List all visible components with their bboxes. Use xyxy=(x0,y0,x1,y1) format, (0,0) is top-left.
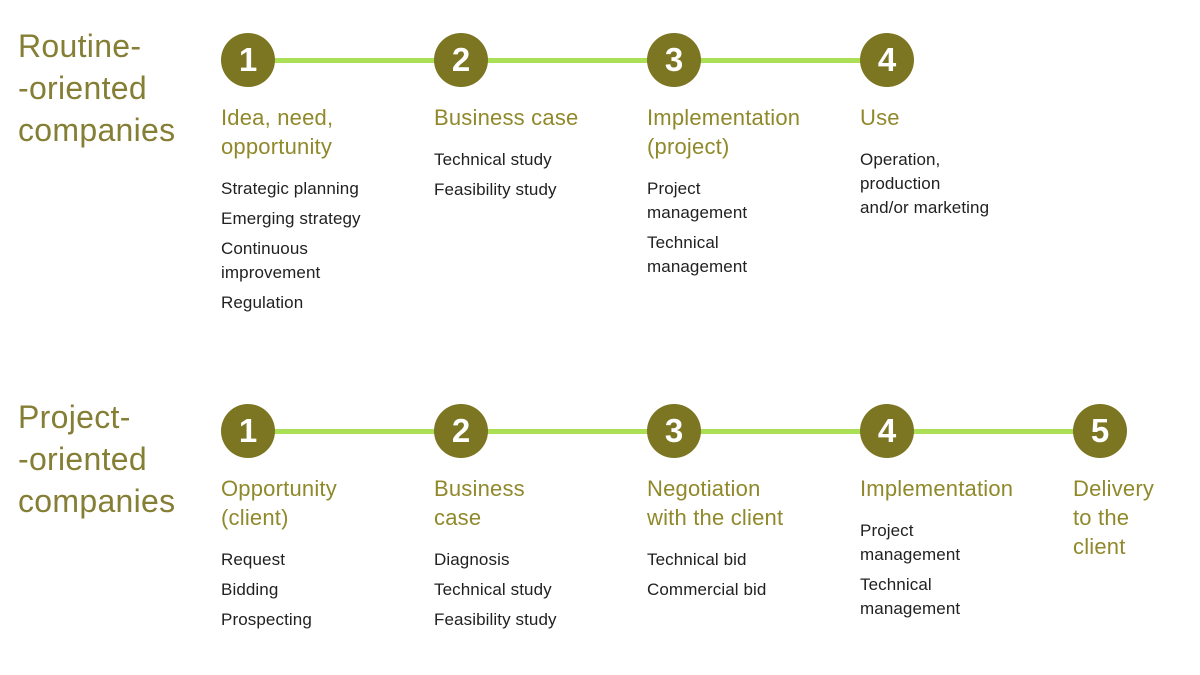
step-item: Strategic planning xyxy=(221,179,359,198)
step-items: Strategic planning Emerging strategy Con… xyxy=(221,177,421,315)
step-number-badge: 4 xyxy=(860,404,914,458)
step-routine-2: 2 Business case Technical study Feasibil… xyxy=(434,33,634,208)
step-item: Emerging strategy xyxy=(221,209,361,228)
step-number-badge: 4 xyxy=(860,33,914,87)
step-project-3: 3 Negotiation with the client Technical … xyxy=(647,404,847,608)
step-number: 3 xyxy=(664,411,684,449)
step-item: Technical bid xyxy=(647,550,747,569)
step-items: Technical study Feasibility study xyxy=(434,148,634,202)
step-items: Project management Technical management xyxy=(647,177,847,279)
step-number-badge: 1 xyxy=(221,404,275,458)
row-label-routine: Routine- -oriented companies xyxy=(18,28,176,148)
step-item: Technical study xyxy=(434,150,552,169)
step-item: Request xyxy=(221,550,286,569)
step-title: Delivery to the client xyxy=(1073,476,1155,559)
step-item: Feasibility study xyxy=(434,180,557,199)
step-routine-3: 3 Implementation (project) Project manag… xyxy=(647,33,847,285)
step-number: 4 xyxy=(877,40,897,78)
timeline-routine xyxy=(248,58,887,63)
step-number: 5 xyxy=(1090,411,1110,449)
step-routine-4: 4 Use Operation, production and/or marke… xyxy=(860,33,1060,226)
step-number: 2 xyxy=(451,40,471,78)
step-item: Diagnosis xyxy=(434,550,510,569)
step-number: 1 xyxy=(238,411,258,449)
step-number: 2 xyxy=(451,411,471,449)
step-title: Business case xyxy=(434,105,579,130)
step-title: Idea, need, opportunity xyxy=(221,105,334,159)
step-item: Bidding xyxy=(221,580,279,599)
step-items: Request Bidding Prospecting xyxy=(221,548,421,632)
step-item: Commercial bid xyxy=(647,580,767,599)
step-project-5: 5 Delivery to the client xyxy=(1073,404,1200,561)
row-label-project: Project- -oriented companies xyxy=(18,399,176,519)
step-item: Operation, production and/or marketing xyxy=(860,150,990,217)
step-title: Use xyxy=(860,105,900,130)
step-project-2: 2 Business case Diagnosis Technical stud… xyxy=(434,404,634,638)
step-number-badge: 2 xyxy=(434,404,488,458)
step-project-1: 1 Opportunity (client) Request Bidding P… xyxy=(221,404,421,638)
step-item: Prospecting xyxy=(221,610,312,629)
step-title: Negotiation with the client xyxy=(647,476,784,530)
step-number-badge: 5 xyxy=(1073,404,1127,458)
step-item: Technical study xyxy=(434,580,552,599)
step-title: Business case xyxy=(434,476,525,530)
step-number-badge: 3 xyxy=(647,404,701,458)
step-item: Feasibility study xyxy=(434,610,557,629)
step-title: Implementation xyxy=(860,476,1014,501)
step-title: Opportunity (client) xyxy=(221,476,337,530)
step-title: Implementation (project) xyxy=(647,105,801,159)
step-item: Regulation xyxy=(221,293,304,312)
step-routine-1: 1 Idea, need, opportunity Strategic plan… xyxy=(221,33,421,321)
step-number-badge: 1 xyxy=(221,33,275,87)
step-item: Technical management xyxy=(860,575,961,618)
step-item: Project management xyxy=(647,179,748,222)
step-items: Project management Technical management xyxy=(860,519,1060,621)
step-item: Technical management xyxy=(647,233,748,276)
step-project-4: 4 Implementation Project management Tech… xyxy=(860,404,1060,627)
step-number: 1 xyxy=(238,40,258,78)
step-number: 4 xyxy=(877,411,897,449)
step-item: Project management xyxy=(860,521,961,564)
step-item: Continuous improvement xyxy=(221,239,321,282)
step-number-badge: 3 xyxy=(647,33,701,87)
step-items: Technical bid Commercial bid xyxy=(647,548,847,602)
step-number-badge: 2 xyxy=(434,33,488,87)
step-items: Diagnosis Technical study Feasibility st… xyxy=(434,548,634,632)
step-number: 3 xyxy=(664,40,684,78)
step-items: Operation, production and/or marketing xyxy=(860,148,1060,220)
